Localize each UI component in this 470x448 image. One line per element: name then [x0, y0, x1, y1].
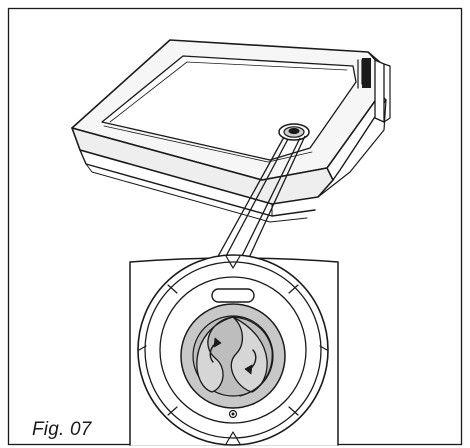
figure-caption: Fig. 07	[32, 419, 92, 440]
tray-front	[71, 127, 334, 205]
zoom-leader-lines	[215, 135, 306, 261]
zoom-detail	[129, 254, 339, 446]
tray-cap	[278, 123, 310, 141]
water-tray	[71, 39, 391, 223]
